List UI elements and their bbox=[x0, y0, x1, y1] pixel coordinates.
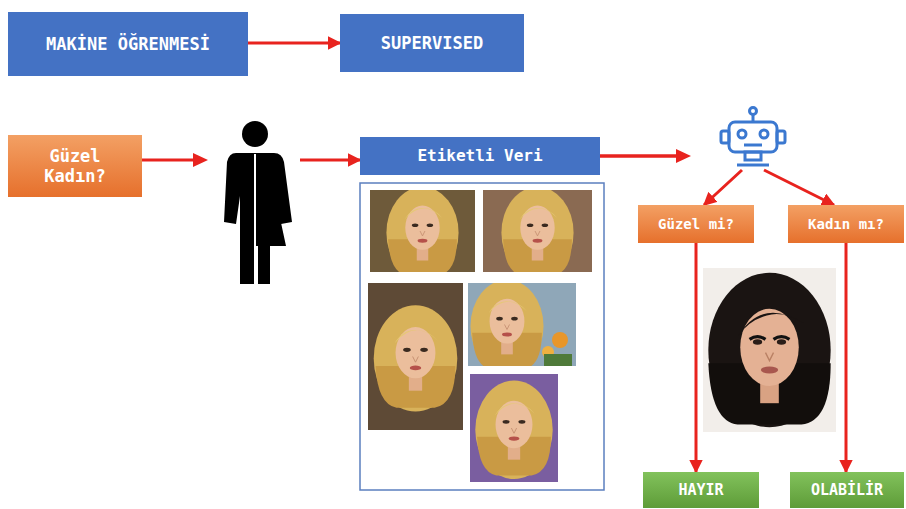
arrow-connector bbox=[142, 159, 360, 162]
question-box: Güzel mi? bbox=[638, 205, 754, 243]
answer-box: HAYIR bbox=[643, 472, 759, 508]
box-label: MAKİNE ÖĞRENMESİ bbox=[46, 34, 210, 54]
answer-box: OLABİLİR bbox=[790, 472, 904, 508]
photo-panel bbox=[360, 183, 604, 490]
question-box: Güzel Kadın? bbox=[8, 135, 142, 197]
arrow-connector bbox=[600, 156, 834, 205]
header-box: Etiketli Veri bbox=[360, 137, 600, 175]
arrow-connector bbox=[845, 243, 848, 472]
box-label: HAYIR bbox=[678, 481, 723, 499]
box-label: Etiketli Veri bbox=[417, 146, 542, 165]
test-photo bbox=[703, 268, 836, 432]
question-box: Kadın mı? bbox=[788, 205, 904, 243]
box-label: Güzel Kadın? bbox=[27, 146, 123, 187]
box-label: Kadın mı? bbox=[808, 216, 884, 233]
box-label: SUPERVISED bbox=[381, 33, 483, 53]
box-label: Güzel mi? bbox=[658, 216, 734, 233]
concept-box: MAKİNE ÖĞRENMESİ bbox=[8, 12, 248, 76]
box-label: OLABİLİR bbox=[811, 481, 883, 499]
robot-icon bbox=[721, 108, 785, 166]
arrow-connector bbox=[600, 156, 742, 205]
concept-box: SUPERVISED bbox=[340, 14, 524, 72]
arrow-connector bbox=[248, 42, 340, 45]
person-figure bbox=[224, 121, 292, 284]
arrow-connector bbox=[695, 243, 698, 472]
labelled-photos bbox=[368, 187, 592, 482]
